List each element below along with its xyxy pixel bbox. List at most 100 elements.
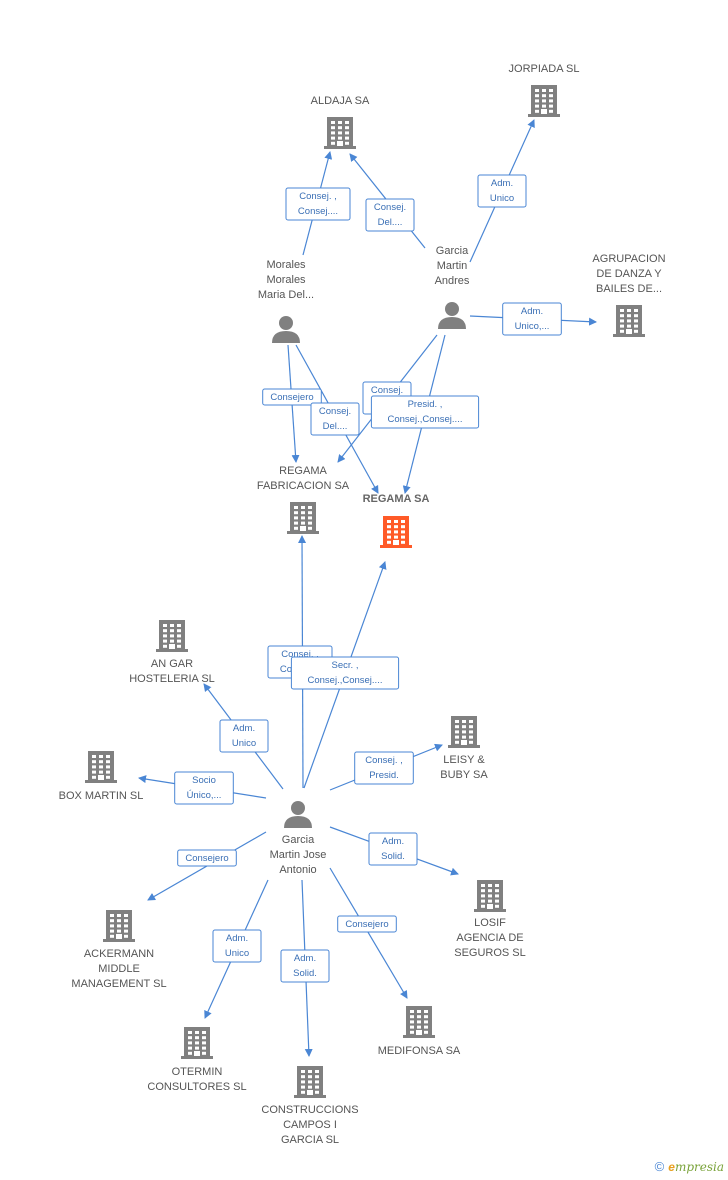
node-label: LEISY & [443,754,485,766]
edge-role-text: Solid. [293,968,317,979]
building-icon [403,1006,435,1038]
node-label: CAMPOS I [283,1119,337,1131]
edge-role-text: Adm. [491,178,513,189]
node-label: LOSIF [474,917,506,929]
edge-role-label[interactable]: Consej. Del.... [310,402,360,436]
edge-role-label[interactable]: Adm.Unico [219,719,269,753]
node-label: AGRUPACION [592,253,665,265]
node-label: REGAMA [279,465,327,477]
edge-line-garcia_jose-medifonsa [329,867,408,999]
node-label: AGENCIA DE [456,932,523,944]
edge-role-label[interactable]: Consej. , Consej.... [285,187,351,221]
brand-logo-e: e [668,1160,675,1174]
edge-role-text: Consej. [374,202,406,213]
edge-role-text: Consejero [270,392,313,403]
node-label: GARCIA SL [281,1134,339,1146]
edge-role-text: Consej. , [281,649,319,660]
edge-role-text: Presid. [369,770,399,781]
company-node-aldaja[interactable]: ALDAJA SA [311,95,370,149]
edge-role-text: Consej.... [298,206,338,217]
edge-role-label[interactable]: SocioÚnico,... [174,771,234,805]
node-label: REGAMA SA [363,493,430,505]
edge-role-text: Adm. [521,306,543,317]
edge-role-label[interactable]: Secr. ,Consej.,Consej.... [290,656,400,690]
edge-role-label[interactable]: Consej. Del.... [365,198,415,232]
edge-role-label[interactable]: Adm. Unico [477,174,527,208]
node-label: AN GAR [151,658,193,670]
edge-role-text: Adm. [294,953,316,964]
person-icon [438,302,466,329]
company-node-losif[interactable]: LOSIF AGENCIA DE SEGUROS SL [454,880,526,959]
node-label: Andres [435,275,470,287]
node-label: CONSULTORES SL [147,1081,246,1093]
edge-role-label[interactable]: Adm. Solid. [368,832,418,866]
node-label: Antonio [279,864,316,876]
company-node-leisy[interactable]: LEISY & BUBY SA [440,716,488,781]
building-icon [474,880,506,912]
node-label: MIDDLE [98,963,140,975]
node-label: MANAGEMENT SL [71,978,166,990]
building-icon [528,85,560,117]
edge-role-label[interactable]: Adm. Solid. [280,949,330,983]
edge-role-text: Socio [192,775,216,786]
node-label: Martin [437,260,468,272]
edge-role-text: Consej. [319,406,351,417]
node-label: CONSTRUCCIONS [261,1104,358,1116]
edge-role-label[interactable]: Consejero [262,388,322,406]
node-label: BUBY SA [440,769,488,781]
company-node-otermin[interactable]: OTERMIN CONSULTORES SL [147,1027,247,1093]
edge-role-text: Solid. [381,851,405,862]
edge-role-label[interactable]: Adm.Unico [212,929,262,963]
brand-logo-text: mpresia [674,1160,724,1174]
node-label: FABRICACION SA [257,480,350,492]
node-label: JORPIADA SL [509,63,580,75]
edge-role-text: Consej.,Consej.... [308,675,383,686]
edge-role-text: Unico [225,948,249,959]
person-icon [284,801,312,828]
company-node-regama[interactable]: REGAMA SA [363,493,430,548]
edge-role-label[interactable]: Presid. ,Consej.,Consej.... [370,395,480,429]
edge-role-text: Consejero [185,853,228,864]
building-icon [380,516,412,548]
edge-role-text: Adm. [233,723,255,734]
edge-role-text: Consej. , [299,191,337,202]
building-icon [181,1027,213,1059]
building-icon [156,620,188,652]
company-node-construcciones[interactable]: CONSTRUCCIONS CAMPOS I GARCIA SL [261,1066,359,1146]
company-node-boxmartin[interactable]: BOX MARTIN SL [59,751,144,802]
edge-role-label[interactable]: Consejero [337,915,397,933]
edge-role-label[interactable]: Consej. , Presid. [354,751,414,785]
edge-role-text: Adm. [382,836,404,847]
node-label: HOSTELERIA SL [129,673,215,685]
edge-role-text: Consej. , [365,755,403,766]
edge-role-text: Unico [490,193,514,204]
edge-role-text: Del.... [323,421,348,432]
company-node-regama_fab[interactable]: REGAMA FABRICACION SA [257,465,350,534]
node-label: SEGUROS SL [454,947,526,959]
node-label: Martin Jose [270,849,327,861]
node-label: BOX MARTIN SL [59,790,144,802]
node-label: Morales [266,274,306,286]
node-label: Garcia [282,834,315,846]
building-icon [613,305,645,337]
copyright-symbol: © [654,1159,665,1174]
edge-labels-layer: Consej. ,Consej....Consej.Del....Adm.Uni… [174,174,562,983]
company-node-medifonsa[interactable]: MEDIFONSA SA [378,1006,461,1057]
company-node-angar[interactable]: AN GAR HOSTELERIA SL [129,620,215,685]
edge-role-label[interactable]: Adm.Unico,... [502,302,562,336]
node-label: Maria Del... [258,289,314,301]
edge-role-text: Del.... [378,217,403,228]
node-label: OTERMIN [172,1066,223,1078]
footer-brand[interactable]: ©empresia [655,1159,724,1174]
node-label: MEDIFONSA SA [378,1045,461,1057]
company-node-jorpiada[interactable]: JORPIADA SL [509,63,580,117]
edge-role-label[interactable]: Consejero [177,849,237,867]
building-icon [324,117,356,149]
